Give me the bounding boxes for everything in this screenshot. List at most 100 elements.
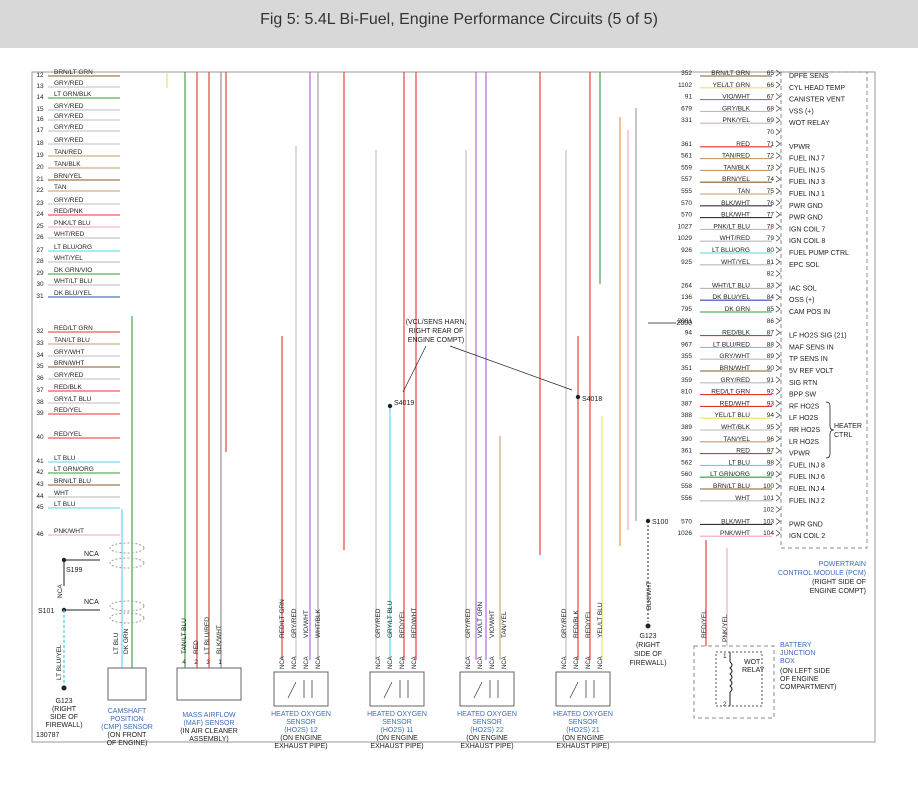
pcm-label-94: LF HO2S bbox=[789, 415, 819, 422]
ho2s_12-nca-label-3: NCA bbox=[304, 656, 310, 669]
left-wire-color-44: WHT bbox=[54, 490, 69, 497]
pcm-color-101: WHT bbox=[735, 495, 750, 502]
ho2s_22-wire-label-2: VIO/LT GRN bbox=[477, 601, 484, 638]
cmp-caption-4: (ON FRONT bbox=[108, 732, 148, 739]
pcm-pin-66: 66 bbox=[767, 82, 775, 89]
pcm-color-69: PNK/YEL bbox=[723, 117, 751, 124]
pcm-circuit-88: 967 bbox=[681, 341, 692, 348]
ho2s_22-nca-label-3: NCA bbox=[490, 656, 496, 669]
left-wire-color-12: BRN/LT GRN bbox=[54, 69, 93, 76]
pcm-pin-71: 71 bbox=[767, 141, 775, 148]
left-wire-number-21: 21 bbox=[36, 176, 44, 183]
pcm-circuit-68: 679 bbox=[681, 105, 692, 112]
ho2s_22-caption-5: EXHAUST PIPE) bbox=[460, 743, 513, 750]
left-wire-color-19: TAN/RED bbox=[54, 149, 82, 156]
left-wire-color-27: LT BLU/ORG bbox=[54, 244, 92, 251]
pcm-pin-81: 81 bbox=[767, 259, 775, 266]
ho2s_21-caption-2: SENSOR bbox=[568, 719, 598, 726]
pcm-pin-arrow-82 bbox=[775, 270, 781, 277]
circuit-2000-label: 2000 bbox=[676, 320, 692, 327]
pcm-pin-arrow-90 bbox=[775, 364, 781, 372]
ho2s_22-sensor-box bbox=[459, 671, 515, 707]
maf-pin-1: 1 bbox=[218, 659, 222, 666]
heater-ctrl-label-2: CTRL bbox=[834, 432, 852, 439]
ho2s_11-wire-label-2: GRY/LT BLU bbox=[387, 600, 394, 638]
ho2s_12-wire-label-2: GRY/RED bbox=[291, 608, 298, 638]
left-wire-color-45: LT BLU bbox=[54, 501, 76, 508]
bjb-wire-label-1: RED/YEL bbox=[701, 610, 708, 638]
pcm-color-67: VIO/WHT bbox=[722, 94, 750, 101]
pcm-color-90: BRN/WHT bbox=[720, 365, 750, 372]
left-wire-number-41: 41 bbox=[36, 458, 44, 465]
pcm-label-80: FUEL PUMP CTRL bbox=[789, 250, 849, 257]
pcm-circuit-86: 2001 bbox=[678, 318, 693, 325]
shield-2-icon bbox=[109, 557, 145, 569]
g123-right-label-1: G123 bbox=[639, 633, 656, 640]
left-wire-number-42: 42 bbox=[36, 469, 44, 476]
pcm-circuit-104: 1026 bbox=[678, 530, 693, 537]
pcm-circuit-84: 136 bbox=[681, 294, 692, 301]
ho2s_22-nca-label-1: NCA bbox=[466, 656, 472, 669]
pcm-pin-87: 87 bbox=[767, 330, 775, 337]
left-wire-number-13: 13 bbox=[36, 83, 44, 90]
pcm-pin-arrow-73 bbox=[775, 164, 781, 171]
pcm-label-79: IGN COIL 8 bbox=[789, 238, 825, 245]
left-wire-number-31: 31 bbox=[36, 293, 44, 300]
bjb-pin-2: 2 bbox=[723, 701, 727, 708]
ho2s-sensors: RED/LT GRNNCAGRY/REDNCAVIO/WHTNCAWHT/BLK… bbox=[271, 599, 613, 750]
ho2s_22-wire-label-3: VIO/WHT bbox=[489, 610, 496, 638]
left-wire-color-15: GRY/RED bbox=[54, 103, 84, 110]
pcm-circuit-80: 926 bbox=[681, 247, 692, 254]
maf-caption-4: ASSEMBLY) bbox=[189, 736, 229, 743]
pcm-pin-arrow-70 bbox=[775, 128, 781, 136]
ho2s_21-nca-label-2: NCA bbox=[574, 656, 580, 669]
pcm-pin-arrow-78 bbox=[775, 223, 781, 230]
pcm-pin-arrow-71 bbox=[775, 140, 781, 148]
pcm-color-65: BRN/LT GRN bbox=[711, 70, 750, 77]
pcm-label-85: CAM POS IN bbox=[789, 309, 830, 316]
ho2s_11-sensor-box bbox=[369, 671, 425, 707]
ho2s_11-caption-4: (ON ENGINE bbox=[376, 735, 418, 742]
left-wire-number-38: 38 bbox=[36, 399, 44, 406]
left-wire-color-40: RED/YEL bbox=[54, 431, 82, 438]
pcm-circuit-77: 570 bbox=[681, 212, 692, 219]
bjb-pin-1: 1 bbox=[723, 653, 727, 660]
pcm-label-97: VPWR bbox=[789, 451, 810, 458]
pcm-pin-arrow-65 bbox=[775, 69, 781, 77]
pcm-pin-arrow-92 bbox=[775, 388, 781, 395]
left-wire-number-40: 40 bbox=[36, 434, 44, 441]
bjb-caption-6: COMPARTMENT) bbox=[780, 684, 837, 691]
left-wire-number-39: 39 bbox=[36, 410, 44, 417]
pcm-pin-85: 85 bbox=[767, 306, 775, 313]
pcm-label-99: FUEL INJ 6 bbox=[789, 474, 825, 481]
shield-3-icon bbox=[109, 600, 145, 612]
cmp-wire-label-2: DK GRN bbox=[123, 628, 130, 654]
pcm-circuit-100: 558 bbox=[681, 483, 692, 490]
splice-s199-label: S199 bbox=[66, 567, 82, 574]
pcm-pin-78: 78 bbox=[767, 223, 775, 230]
ho2s_21-wire-label-3: RED/YEL bbox=[585, 610, 592, 638]
left-wire-color-38: GRY/LT BLU bbox=[54, 396, 92, 403]
pcm-pin-83: 83 bbox=[767, 282, 775, 289]
pcm-pin-arrow-77 bbox=[775, 211, 781, 218]
ho2s_21-caption-1: HEATED OXYGEN bbox=[553, 711, 613, 718]
pcm-pin-arrow-93 bbox=[775, 400, 781, 407]
bjb-caption-3: BOX bbox=[780, 658, 795, 665]
pcm-color-104: PNK/WHT bbox=[720, 530, 750, 537]
left-wire-color-16: GRY/RED bbox=[54, 113, 84, 120]
pcm-pin-arrow-69 bbox=[775, 116, 781, 124]
pcm-pin-94: 94 bbox=[767, 412, 775, 419]
pcm-pin-arrow-72 bbox=[775, 152, 781, 159]
pcm-pin-arrow-85 bbox=[775, 305, 781, 313]
pcm-pin-80: 80 bbox=[767, 247, 775, 254]
pcm-pin-95: 95 bbox=[767, 424, 775, 431]
ho2s_11-nca-label-3: NCA bbox=[400, 656, 406, 669]
diagram-frame bbox=[31, 71, 876, 743]
pcm-color-96: TAN/YEL bbox=[723, 436, 750, 443]
pcm-pin-arrow-67 bbox=[775, 93, 781, 100]
ho2s_21-nca-label-3: NCA bbox=[586, 656, 592, 669]
pcm-pin-arrow-76 bbox=[775, 199, 781, 207]
splice-s4018-dot bbox=[575, 394, 581, 400]
g123-right-label-4: FIREWALL) bbox=[629, 660, 666, 667]
cmp-caption-5: OF ENGINE) bbox=[107, 740, 148, 747]
